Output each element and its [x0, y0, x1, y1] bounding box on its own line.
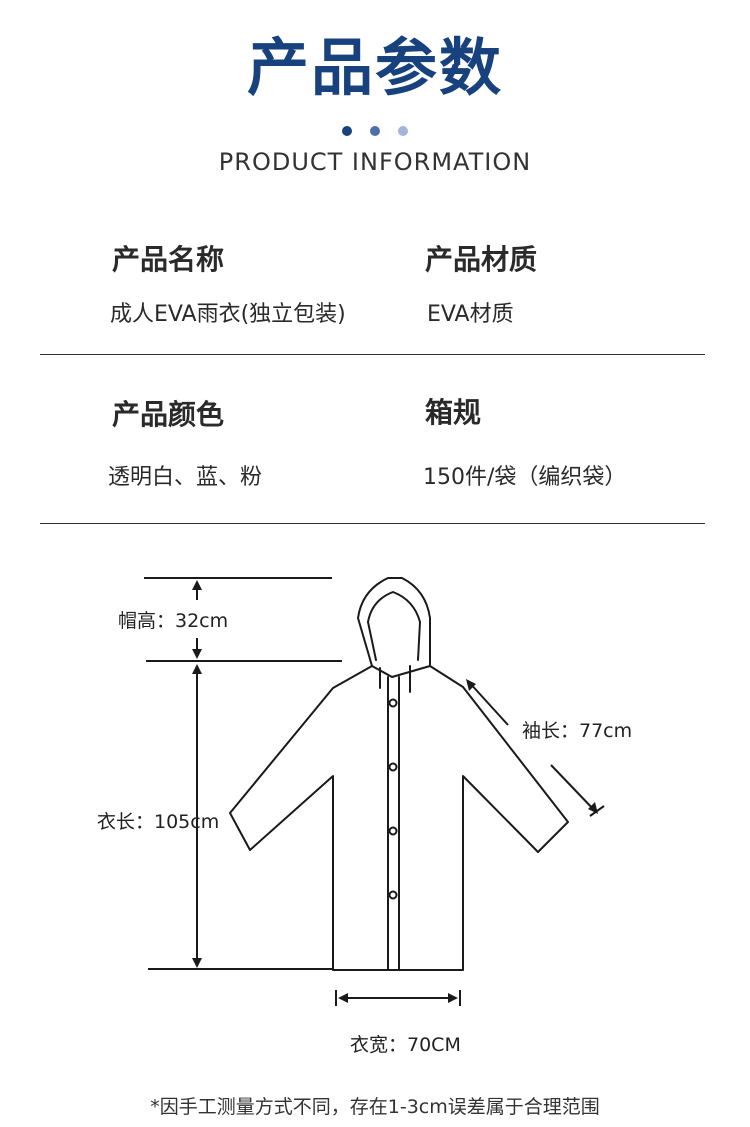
spec-name-value: 成人EVA雨衣(独立包装)	[110, 302, 346, 327]
spec-material-label: 产品材质	[425, 243, 538, 276]
dot-2	[370, 126, 380, 136]
arrowhead-sleeve-bottom	[588, 802, 598, 814]
spec-packing-label: 箱规	[425, 396, 482, 429]
spec-color-value: 透明白、蓝、粉	[108, 465, 263, 490]
length-label: 衣长：105cm	[97, 811, 220, 833]
arrowhead-width-left	[338, 993, 348, 1003]
divider-2	[40, 523, 705, 524]
footnote: *因手工测量方式不同，存在1-3cm误差属于合理范围	[150, 1096, 600, 1118]
hood-outline	[357, 577, 431, 678]
decorative-dots	[0, 126, 750, 136]
sleeve-dim-line-2	[550, 764, 597, 813]
hood-height-label: 帽高：32cm	[118, 610, 229, 632]
spec-color-label: 产品颜色	[112, 398, 225, 431]
page-subtitle: PRODUCT INFORMATION	[218, 148, 532, 176]
sleeve-label: 袖长：77cm	[522, 720, 633, 742]
button-4	[388, 890, 398, 900]
spec-name-label: 产品名称	[112, 243, 225, 276]
sleeve-dim-line-1	[467, 680, 509, 726]
page-title: 产品参数	[246, 31, 503, 104]
spec-material-value: EVA材质	[427, 302, 514, 327]
arrowhead-hood-down	[192, 649, 202, 659]
arrowhead-length-up	[192, 664, 202, 674]
dot-3	[398, 126, 408, 136]
arrowhead-width-right	[448, 993, 458, 1003]
arrowhead-length-down	[192, 958, 202, 968]
button-2	[388, 762, 398, 772]
dot-1	[342, 126, 352, 136]
button-3	[388, 826, 398, 836]
arrowhead-hood-up	[192, 580, 202, 590]
width-label: 衣宽：70CM	[350, 1034, 461, 1056]
button-1	[388, 698, 398, 708]
arrowhead-sleeve-top	[466, 679, 476, 691]
hood-inner	[367, 591, 421, 661]
divider-1	[40, 354, 705, 355]
spec-packing-value: 150件/袋（编织袋）	[423, 465, 627, 490]
raincoat-diagram	[144, 577, 605, 1006]
